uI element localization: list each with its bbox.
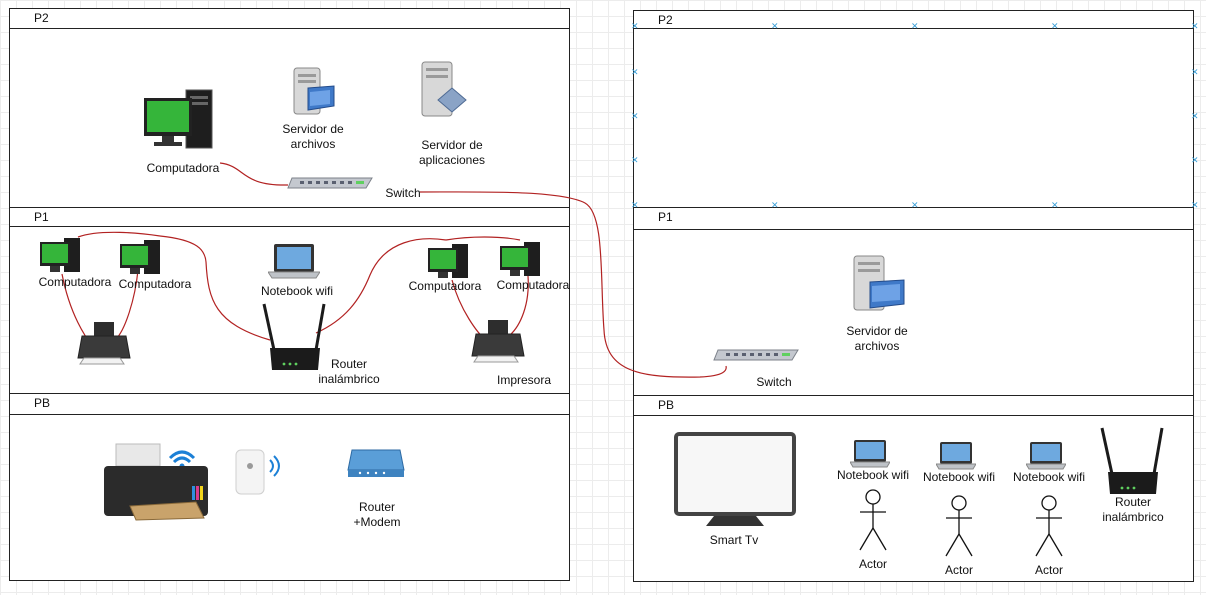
actor-icon[interactable] — [942, 494, 976, 558]
left-p1-label: P1 — [34, 210, 49, 224]
selection-handle[interactable]: ✕ — [1191, 67, 1199, 77]
right-p2-header[interactable]: P2 — [633, 10, 1194, 29]
left-p2-switch-label: Switch — [385, 186, 421, 200]
right-p1-header[interactable]: P1 — [633, 207, 1194, 230]
left-p1-router-label: Router inalámbrico — [318, 357, 380, 386]
selection-handle[interactable]: ✕ — [771, 200, 779, 210]
computer-icon[interactable] — [118, 238, 162, 276]
right-pb-label: PB — [658, 398, 675, 412]
right-p1-switch-label: Switch — [756, 375, 792, 389]
right-p1-file-server-label: Servidor de archivos — [846, 324, 908, 353]
selection-handle[interactable]: ✕ — [631, 155, 639, 165]
printer-icon[interactable] — [470, 318, 526, 364]
computer-icon[interactable] — [142, 88, 216, 150]
left-p2-file-server-label: Servidor de archivos — [282, 122, 344, 151]
computer-icon[interactable] — [498, 240, 542, 278]
selection-handle[interactable]: ✕ — [1191, 111, 1199, 121]
right-pb-notebook1-label: Notebook wifi — [836, 468, 910, 482]
selection-handle[interactable]: ✕ — [1051, 21, 1059, 31]
selection-handle[interactable]: ✕ — [631, 200, 639, 210]
left-p1-computer4-label: Computadora — [496, 278, 570, 292]
router-modem-icon[interactable] — [346, 446, 406, 480]
left-p1-computer2-label: Computadora — [118, 277, 192, 291]
wireless-router-icon[interactable] — [1100, 426, 1166, 496]
left-pb-label: PB — [34, 396, 51, 410]
left-p2-computer-label: Computadora — [146, 161, 220, 175]
wifi-repeater-icon[interactable] — [234, 446, 286, 498]
wireless-router-icon[interactable] — [262, 302, 328, 372]
left-p2-app-server-label: Servidor de aplicaciones — [418, 138, 486, 167]
selection-handle[interactable]: ✕ — [1191, 155, 1199, 165]
left-p1-header[interactable]: P1 — [9, 207, 570, 227]
selection-handle[interactable]: ✕ — [911, 21, 919, 31]
left-p1-notebook-label: Notebook wifi — [260, 284, 334, 298]
computer-icon[interactable] — [426, 242, 470, 280]
right-pb-actor3-label: Actor — [1034, 563, 1063, 577]
selection-handle[interactable]: ✕ — [1191, 200, 1199, 210]
right-p2-label: P2 — [658, 13, 673, 27]
right-pb-actor2-label: Actor — [944, 563, 973, 577]
selection-handle[interactable]: ✕ — [911, 200, 919, 210]
selection-handle[interactable]: ✕ — [631, 67, 639, 77]
notebook-icon[interactable] — [268, 242, 320, 280]
printer-icon[interactable] — [76, 320, 132, 366]
right-p1-label: P1 — [658, 210, 673, 224]
computer-icon[interactable] — [38, 236, 82, 274]
notebook-icon[interactable] — [936, 440, 976, 470]
left-pb-router-modem-label: Router +Modem — [353, 500, 401, 529]
application-server-icon[interactable] — [418, 60, 470, 120]
notebook-icon[interactable] — [1026, 440, 1066, 470]
selection-handle[interactable]: ✕ — [771, 21, 779, 31]
wifi-printer-icon[interactable] — [100, 436, 212, 522]
switch-icon[interactable] — [712, 348, 802, 364]
smart-tv-icon[interactable] — [674, 432, 796, 530]
right-pb-notebook2-label: Notebook wifi — [922, 470, 996, 484]
left-p1-computer1-label: Computadora — [38, 275, 112, 289]
left-p2-header[interactable]: P2 — [9, 8, 570, 29]
switch-icon[interactable] — [286, 176, 376, 192]
right-p1-floor[interactable] — [633, 207, 1194, 396]
left-pb-header[interactable]: PB — [9, 393, 570, 415]
left-pb-floor[interactable] — [9, 393, 570, 581]
notebook-icon[interactable] — [850, 438, 890, 468]
selection-handle[interactable]: ✕ — [1051, 200, 1059, 210]
left-p2-floor[interactable] — [9, 8, 570, 208]
right-pb-header[interactable]: PB — [633, 395, 1194, 416]
file-server-icon[interactable] — [850, 254, 908, 314]
left-p2-label: P2 — [34, 11, 49, 25]
left-p1-printer-label: Impresora — [496, 373, 552, 387]
actor-icon[interactable] — [856, 488, 890, 552]
right-pb-smart-tv-label: Smart Tv — [709, 533, 759, 547]
actor-icon[interactable] — [1032, 494, 1066, 558]
selection-handle[interactable]: ✕ — [631, 21, 639, 31]
selection-handle[interactable]: ✕ — [631, 111, 639, 121]
right-pb-actor1-label: Actor — [858, 557, 887, 571]
file-server-icon[interactable] — [290, 66, 338, 118]
selection-handle[interactable]: ✕ — [1191, 21, 1199, 31]
left-p1-computer3-label: Computadora — [408, 279, 482, 293]
right-pb-notebook3-label: Notebook wifi — [1012, 470, 1086, 484]
right-p2-floor[interactable] — [633, 10, 1194, 208]
right-pb-router-label: Router inalámbrico — [1102, 495, 1164, 524]
